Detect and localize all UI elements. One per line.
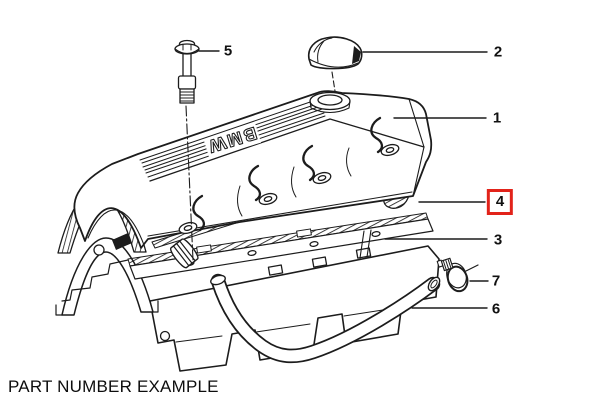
flange-bolt [174,39,200,261]
callout-5[interactable]: 5 [223,42,233,60]
lower-cover-section [149,245,440,372]
oil-filler-neck [309,91,351,114]
bolt-centerline [185,105,194,261]
cable-guides [192,116,384,232]
oil-filler-cap [307,36,363,92]
valve-cover: BMW [73,90,433,269]
callout-7[interactable]: 7 [491,272,501,290]
leader-lines [198,50,489,309]
clamp-pointer-line [465,264,479,272]
cap-alignment-line [331,71,336,92]
callout-1[interactable]: 1 [492,109,502,127]
callout-4-highlight-box[interactable]: 4 [486,189,514,215]
callout-3[interactable]: 3 [493,231,503,249]
callout-2[interactable]: 2 [493,43,503,61]
callout-6[interactable]: 6 [491,300,501,318]
lower-gasket [55,212,434,316]
spark-plug-bosses [178,143,400,235]
hose-clamp [436,257,479,293]
vent-hose [210,273,441,364]
part-number-example-caption: PART NUMBER EXAMPLE [8,377,219,396]
